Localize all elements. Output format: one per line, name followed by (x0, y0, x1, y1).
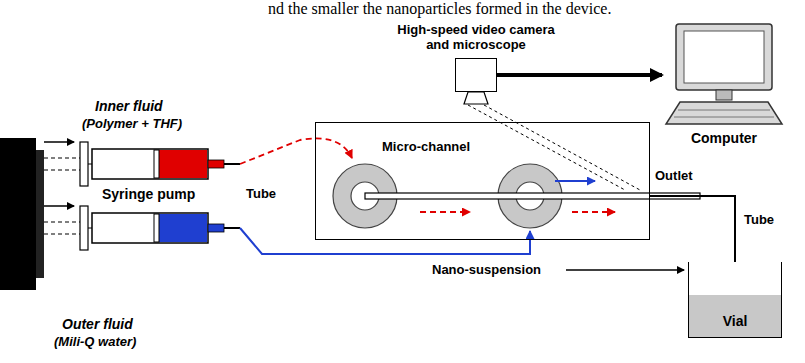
channel-label: Micro-channel (382, 139, 470, 154)
fluid-label: Outer fluid (62, 316, 133, 332)
product-label: Nano-suspension (432, 262, 541, 277)
fluid-content: (Polymer + THF) (82, 116, 182, 131)
micro-channel-drawing (333, 164, 700, 228)
outer-flow-line (240, 228, 530, 254)
pump-label: Syringe pump (102, 186, 195, 202)
cut-off-text: nd the smaller the nanoparticles formed … (268, 0, 611, 18)
view-line (484, 105, 640, 190)
computer-drawing (662, 22, 786, 128)
tube-label: Tube (246, 186, 276, 201)
vial-label: Vial (689, 313, 781, 329)
outer-flow-arrow (555, 180, 595, 182)
view-line (468, 105, 625, 190)
device-box: Micro-channel (315, 122, 650, 240)
tube-label: Tube (744, 212, 774, 227)
vial-shape: Vial (688, 262, 782, 338)
data-arrow (497, 73, 662, 77)
camera-label: High-speed video camera and microscope (386, 22, 566, 53)
outlet-label: Outlet (655, 168, 693, 183)
outer-syringe (80, 206, 240, 250)
inner-flow-arrow (420, 211, 470, 213)
inner-flow-line (240, 138, 352, 164)
fluid-content: (Mili-Q water) (54, 334, 136, 349)
computer-icon: Computer (662, 22, 786, 128)
camera-box: High-speed video camera and microscope (455, 58, 497, 92)
inner-flow-arrow (572, 211, 615, 213)
microscope-lens (464, 92, 488, 104)
product-arrow (566, 269, 684, 271)
computer-label: Computer (662, 130, 786, 146)
fluid-label: Inner fluid (95, 98, 163, 114)
outlet-tube (650, 196, 735, 262)
inner-syringe (80, 142, 240, 186)
